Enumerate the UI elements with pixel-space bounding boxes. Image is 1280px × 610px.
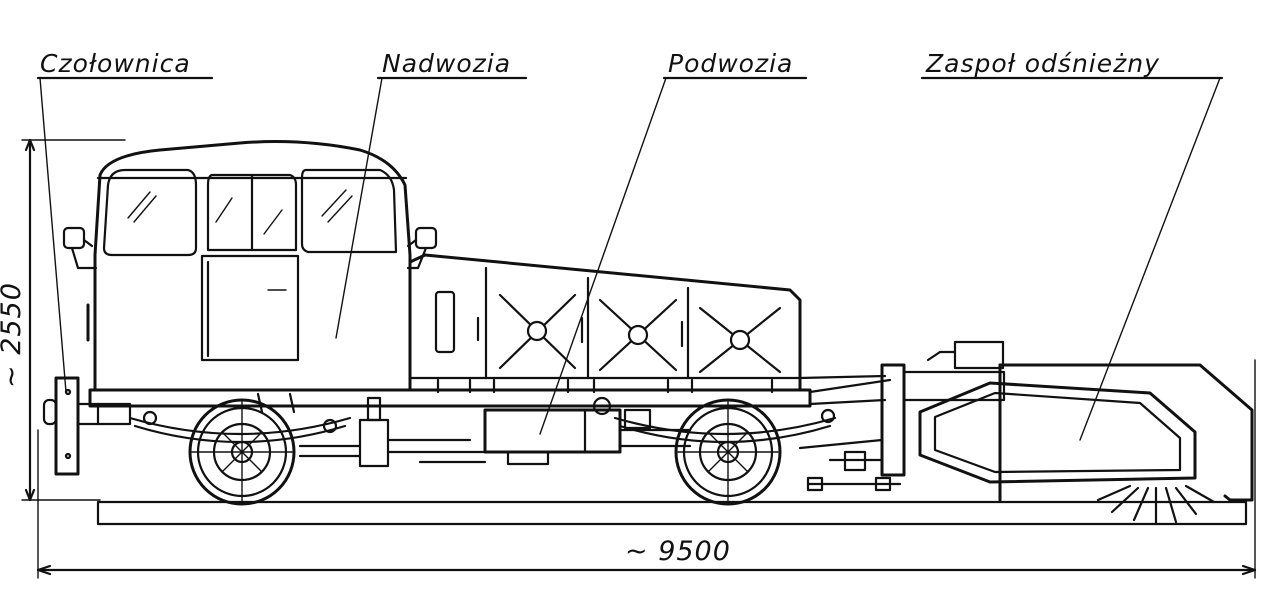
undercarriage	[128, 392, 837, 468]
label-undercarriage: Podwozia	[539, 49, 808, 435]
snow-plough	[798, 340, 1254, 526]
label-front-buffer: Czołownica	[36, 49, 214, 393]
chassis-frame	[88, 374, 892, 408]
front-buffer	[42, 376, 132, 476]
label-front-buffer-text: Czołownica	[40, 49, 191, 78]
rear-wheel	[674, 398, 782, 506]
length-dimension: ~ 9500	[36, 359, 1257, 579]
height-dimension: ~ 2550	[0, 138, 126, 502]
label-snow-plough: Zaspoł odśnieżny	[920, 49, 1224, 441]
label-undercarriage-text: Podwozia	[668, 49, 793, 78]
length-dimension-text: ~ 9500	[625, 536, 731, 567]
label-superstructure: Nadwozia	[335, 49, 528, 339]
height-dimension-text: ~ 2550	[0, 282, 27, 388]
label-snow-plough-text: Zaspoł odśnieżny	[925, 49, 1160, 78]
front-wheel	[188, 398, 296, 506]
label-superstructure-text: Nadwozia	[382, 49, 511, 78]
cab	[62, 140, 438, 392]
engine-hood	[408, 253, 802, 394]
rail	[96, 500, 1248, 526]
